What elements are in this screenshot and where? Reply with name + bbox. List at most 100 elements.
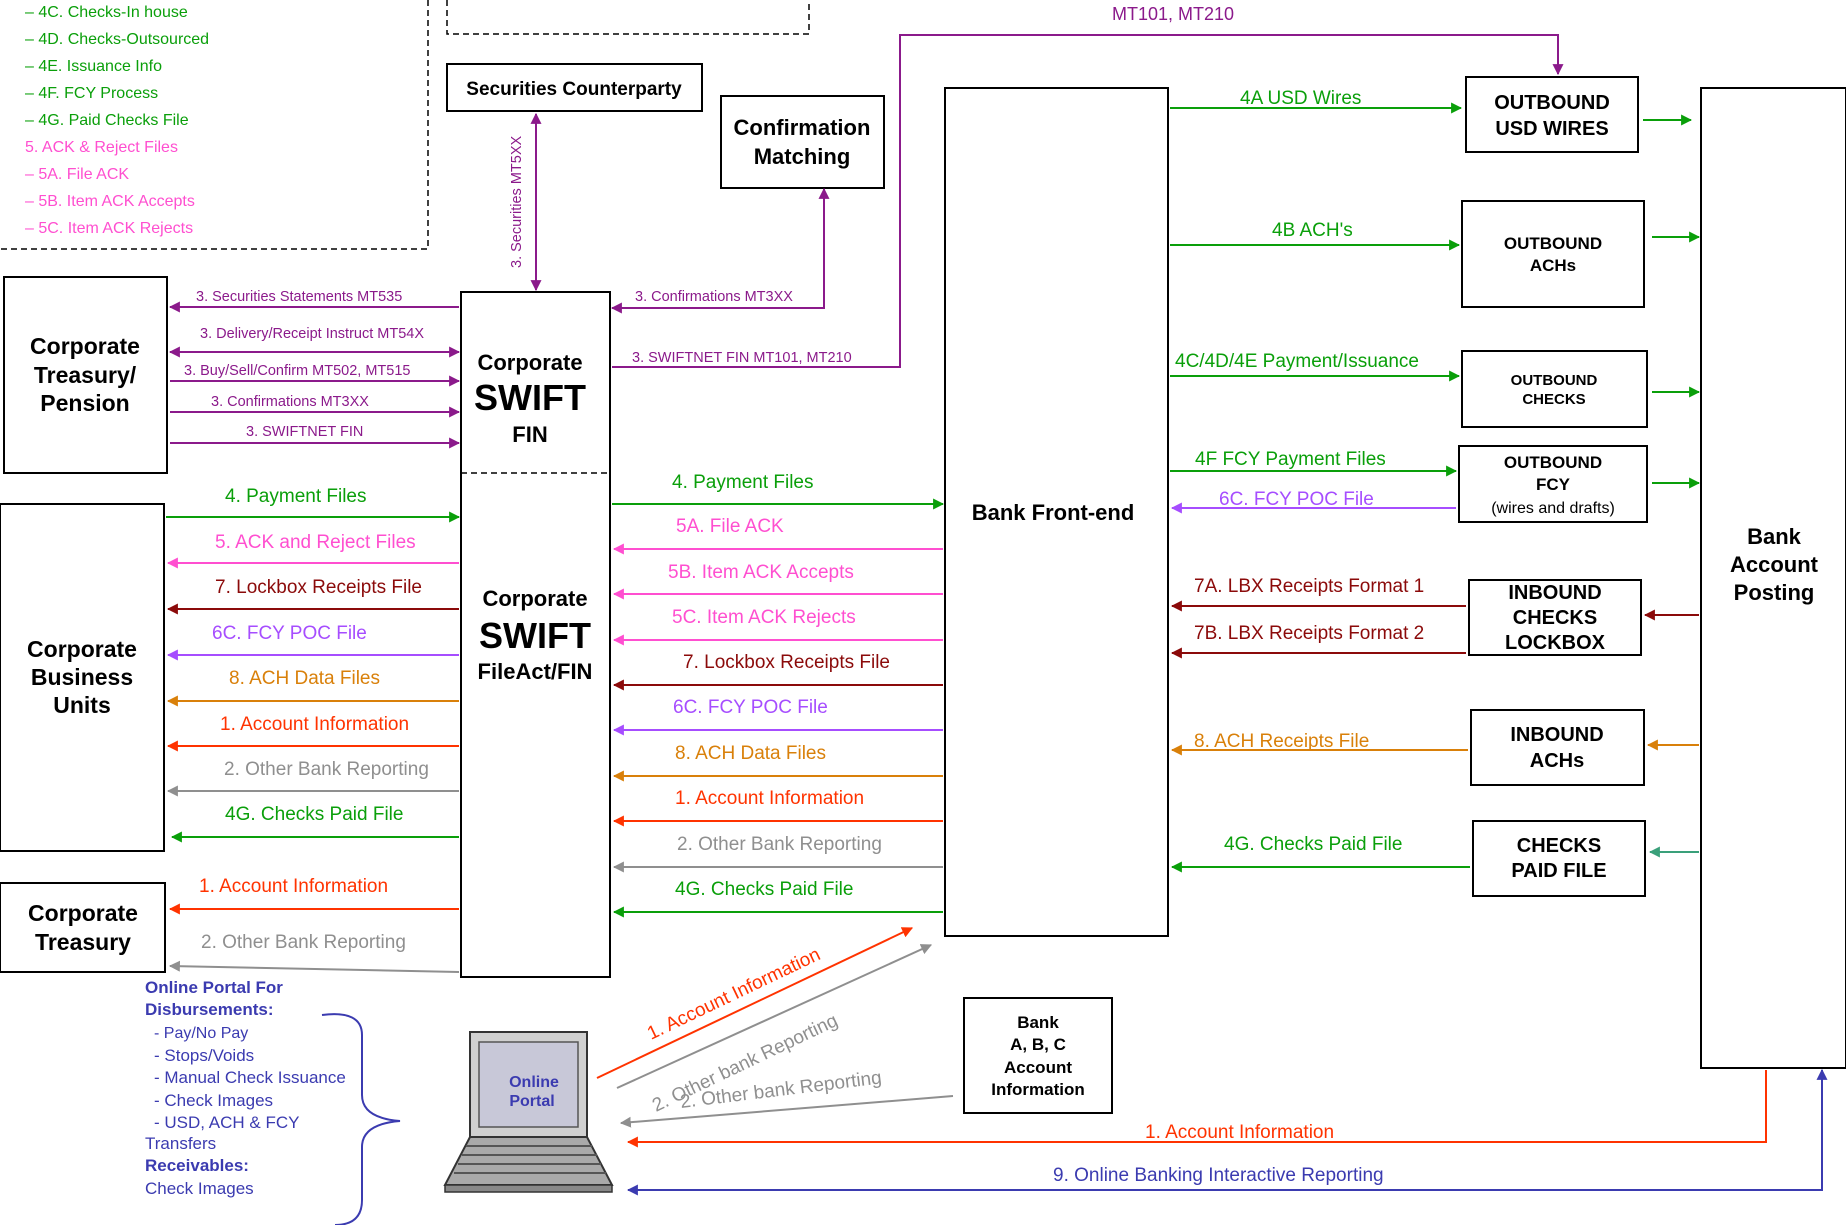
flow-label: 6C. FCY POC File (673, 697, 828, 718)
box-label: OUTBOUND (1511, 372, 1598, 389)
flow-label: 1. Account Information (675, 788, 864, 809)
flow-label: 8. ACH Data Files (675, 743, 826, 764)
arrow-confirmations-right (610, 187, 830, 314)
box-label: Corporate (27, 636, 137, 662)
box-label: ACHs (1530, 750, 1584, 772)
portal-notes-item: - Check Images (154, 1091, 273, 1110)
flow-label: 7. Lockbox Receipts File (215, 577, 422, 598)
box-label: FIN (512, 422, 547, 447)
flow-label: 4G. Checks Paid File (1224, 834, 1402, 855)
flow-label: 5A. File ACK (676, 516, 784, 537)
arrow-portal-other (616, 944, 933, 1089)
flow-label: 3. Buy/Sell/Confirm MT502, MT515 (184, 363, 410, 379)
box-bank-account-posting: Bank Account Posting (1700, 87, 1846, 1069)
flow-label: 4G. Checks Paid File (225, 804, 403, 825)
flow-label: 4A USD Wires (1240, 88, 1361, 109)
arrow-portal-account-info (596, 927, 913, 1079)
box-label: ACHs (1530, 256, 1576, 275)
flow-label: 3. Confirmations MT3XX (635, 289, 793, 305)
flow-label: 4B ACH's (1272, 220, 1353, 241)
box-corporate-business-units: Corporate Business Units (0, 503, 165, 852)
arrow-swiftnet-mt101 (612, 34, 1564, 368)
box-label: Matching (754, 144, 851, 169)
box-corporate-treasury-pension: Corporate Treasury/ Pension (3, 276, 168, 474)
legend-border (0, 0, 429, 250)
outbound-inbound-flows: 4A USD Wires 4B ACH's 4C/4D/4E Payment/I… (1170, 88, 1470, 873)
box-label: Pension (40, 390, 129, 416)
box-label: Business (31, 664, 133, 690)
box-label: Bank (1747, 524, 1802, 549)
flow-label: 6C. FCY POC File (1219, 489, 1374, 510)
box-label: Posting (1734, 580, 1815, 605)
flow-label: MT101, MT210 (1112, 4, 1234, 24)
box-label: OUTBOUND (1504, 453, 1602, 472)
legend-item: 5. ACK & Reject Files (25, 139, 178, 156)
box-label: Information (991, 1080, 1085, 1099)
portal-notes-title: Disbursements: (145, 1000, 273, 1019)
flow-label: 5C. Item ACK Rejects (672, 607, 856, 628)
portal-notes-item: Transfers (145, 1134, 216, 1153)
box-label: FileAct/FIN (478, 659, 593, 684)
box-label: Account (1730, 552, 1819, 577)
flow-label: 7A. LBX Receipts Format 1 (1194, 576, 1424, 597)
box-label: CHECKS (1517, 835, 1601, 857)
box-label: Bank Front-end (972, 500, 1135, 525)
legend-item: – 4C. Checks-In house (25, 4, 188, 21)
portal-notes-title: Receivables: (145, 1156, 249, 1175)
box-corporate-swift: Corporate SWIFT FIN Corporate SWIFT File… (460, 291, 611, 978)
box-inbound-achs: INBOUND ACHs (1470, 709, 1645, 786)
flow-label: 3. Delivery/Receipt Instruct MT54X (200, 326, 424, 342)
flow-label: 1. Account Information (199, 876, 388, 897)
business-unit-flows: 4. Payment Files 5. ACK and Reject Files… (166, 486, 461, 843)
treasury-flows: 1. Account Information 2. Other Bank Rep… (168, 876, 460, 973)
box-outbound-checks: OUTBOUND CHECKS (1461, 350, 1648, 428)
box-label: OUTBOUND (1504, 234, 1602, 253)
flow-label: 1. Account Information (1145, 1122, 1334, 1143)
box-securities-counterparty: Securities Counterparty (446, 63, 703, 112)
box-checks-paid-file: CHECKS PAID FILE (1472, 820, 1646, 897)
box-outbound-usd-wires: OUTBOUND USD WIRES (1465, 76, 1639, 153)
box-confirmation-matching: Confirmation Matching (720, 95, 885, 189)
portal-notes-item: - USD, ACH & FCY (154, 1113, 299, 1132)
box-label: Corporate (28, 900, 138, 926)
box-label: Securities Counterparty (466, 79, 682, 100)
portal-notes-item: - Manual Check Issuance (154, 1068, 346, 1087)
portal-label: Online (509, 1074, 559, 1091)
box-label: Confirmation (734, 115, 871, 140)
box-label: CHECKS (1513, 607, 1597, 629)
box-label: Corporate (477, 350, 582, 375)
portal-notes-item: - Pay/No Pay (154, 1025, 248, 1042)
box-label: Corporate (30, 333, 140, 359)
swift-fin-flows: 3. Securities MT5XX 3. Confirmations MT3… (168, 4, 1564, 449)
box-label: (wires and drafts) (1491, 500, 1615, 517)
legend-item: – 4E. Issuance Info (25, 58, 162, 75)
flow-label: 8. ACH Data Files (229, 668, 380, 689)
portal-notes-item: Check Images (145, 1179, 254, 1198)
box-label: FCY (1536, 475, 1571, 494)
legend-item: – 5B. Item ACK Accepts (25, 193, 195, 210)
box-label: INBOUND (1508, 582, 1601, 604)
box-outbound-fcy: OUTBOUND FCY (wires and drafts) (1458, 445, 1648, 523)
box-label: SWIFT (474, 377, 586, 418)
flow-label: 4. Payment Files (225, 486, 367, 507)
box-label: Bank (1017, 1013, 1059, 1032)
box-label: Account (1004, 1058, 1072, 1077)
frontend-flows: 4. Payment Files 5A. File ACK 5B. Item A… (612, 472, 945, 918)
arrow-treasury-flow (168, 960, 460, 973)
legend-item: – 4F. FCY Process (25, 85, 158, 102)
portal-notes-brace (321, 1013, 401, 1225)
portal-notes: Online Portal For Disbursements: - Pay/N… (145, 978, 346, 1198)
flow-label: 9. Online Banking Interactive Reporting (1053, 1165, 1384, 1186)
box-corporate-treasury: Corporate Treasury (0, 882, 166, 973)
flow-label: 5. ACK and Reject Files (215, 532, 416, 553)
laptop-icon: Online Portal (443, 1031, 614, 1193)
legend-item: – 5C. Item ACK Rejects (25, 220, 193, 237)
top-dashed-box (446, 0, 810, 35)
legend-item: – 4D. Checks-Outsourced (25, 31, 209, 48)
box-label: SWIFT (479, 615, 591, 656)
flow-label: 4C/4D/4E Payment/Issuance (1175, 351, 1419, 372)
flow-label: 2. Other Bank Reporting (201, 932, 406, 953)
box-label: Treasury (35, 929, 131, 955)
box-label: USD WIRES (1495, 118, 1608, 140)
box-label: Units (53, 692, 111, 718)
